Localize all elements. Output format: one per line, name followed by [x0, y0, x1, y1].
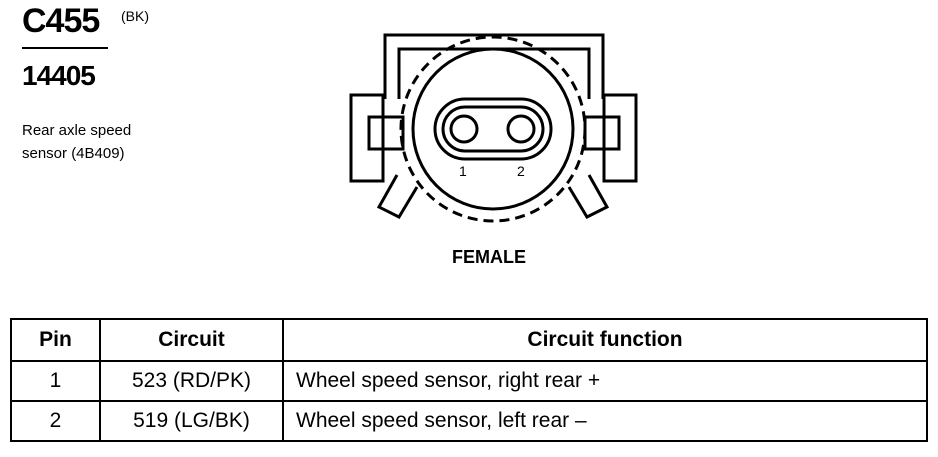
header-circuit: Circuit [99, 318, 284, 362]
connector-outer-frame [383, 33, 605, 99]
pin-1-socket [449, 114, 479, 144]
right-latch-inner [583, 115, 621, 151]
connector-outer-seal [399, 35, 587, 223]
connector-id: C455 [22, 2, 100, 40]
row-circuit: 523 (RD/PK) [99, 360, 284, 402]
pinout-table: Pin Circuit Circuit function 1 523 (RD/P… [10, 318, 928, 442]
description-line-2: sensor (4B409) [22, 145, 125, 162]
description-line-1: Rear axle speed [22, 122, 132, 139]
pin-cavity-inner [441, 105, 545, 153]
table-header-row: Pin Circuit Circuit function [10, 318, 928, 362]
left-latch-inner [367, 115, 405, 151]
header-circuit-function: Circuit function [282, 318, 928, 362]
connector-face-drawing: 1 2 [349, 33, 638, 223]
row-pin: 2 [10, 400, 101, 442]
part-number: 14405 [22, 60, 96, 91]
table-row: 2 519 (LG/BK) Wheel speed sensor, left r… [10, 400, 928, 442]
connector-color-code: (BK) [121, 8, 149, 24]
connector-gender-label: FEMALE [452, 247, 526, 267]
table-row: 1 523 (RD/PK) Wheel speed sensor, right … [10, 360, 928, 402]
pin-2-socket [506, 114, 536, 144]
row-pin: 1 [10, 360, 101, 402]
connector-inner-frame [397, 47, 591, 99]
left-latch-outer [349, 93, 385, 183]
pin-1-label: 1 [459, 163, 467, 179]
left-leg [376, 174, 419, 219]
row-function: Wheel speed sensor, right rear + [282, 360, 928, 402]
pin-2-label: 2 [517, 163, 525, 179]
pin-cavity-outer [433, 97, 553, 161]
connector-body [411, 47, 575, 211]
right-leg [567, 174, 610, 219]
title-underline [22, 47, 108, 49]
right-latch-outer [602, 93, 638, 183]
row-circuit: 519 (LG/BK) [99, 400, 284, 442]
connector-description: Rear axle speed sensor (4B409) [22, 119, 182, 165]
row-function: Wheel speed sensor, left rear – [282, 400, 928, 442]
header-pin: Pin [10, 318, 101, 362]
